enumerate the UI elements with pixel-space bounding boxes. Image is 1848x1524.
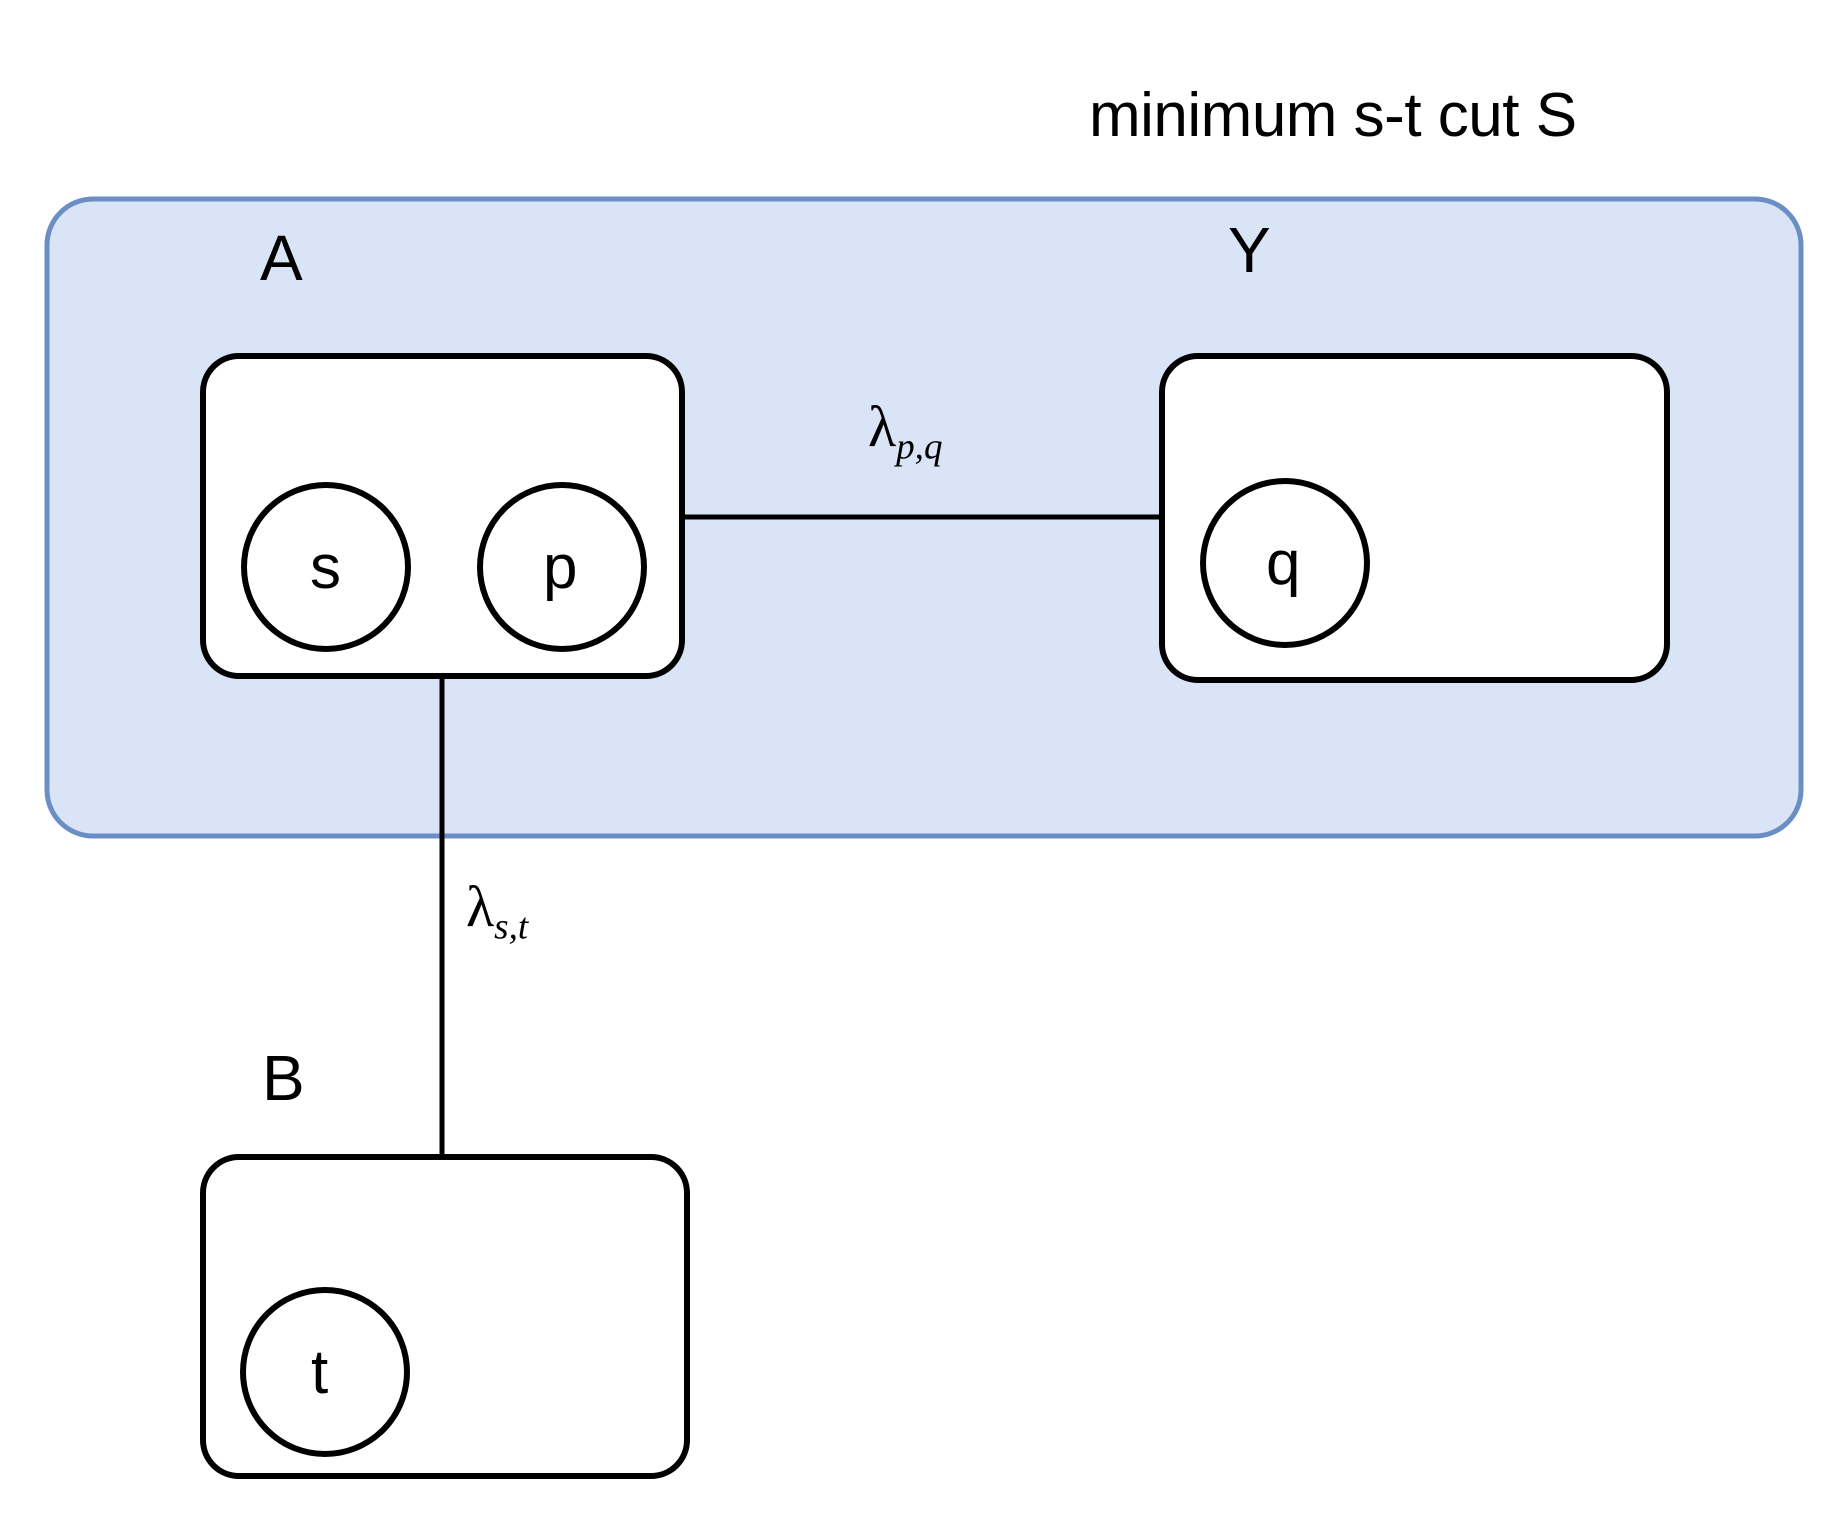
lambda-subscript-pq: p,q [896,426,943,468]
lambda-symbol-pq: λ [868,394,897,459]
group-label-Y: Y [1228,214,1271,286]
node-label-q: q [1266,529,1301,598]
node-circle-s[interactable] [241,482,411,652]
node-circle-p[interactable] [477,482,647,652]
node-label-t: t [311,1338,329,1407]
edge-label-s-t: λs,t [466,878,528,946]
group-label-A: A [260,222,303,294]
node-label-s: s [310,533,341,602]
lambda-subscript-st: s,t [494,906,529,948]
node-circle-t[interactable] [240,1287,410,1457]
node-circle-q[interactable] [1200,478,1370,648]
page-title: minimum s-t cut S [1089,81,1577,150]
node-label-p: p [543,533,578,602]
group-label-B: B [262,1042,305,1114]
edge-label-p-q: λp,q [868,398,943,466]
lambda-symbol-st: λ [466,874,495,939]
